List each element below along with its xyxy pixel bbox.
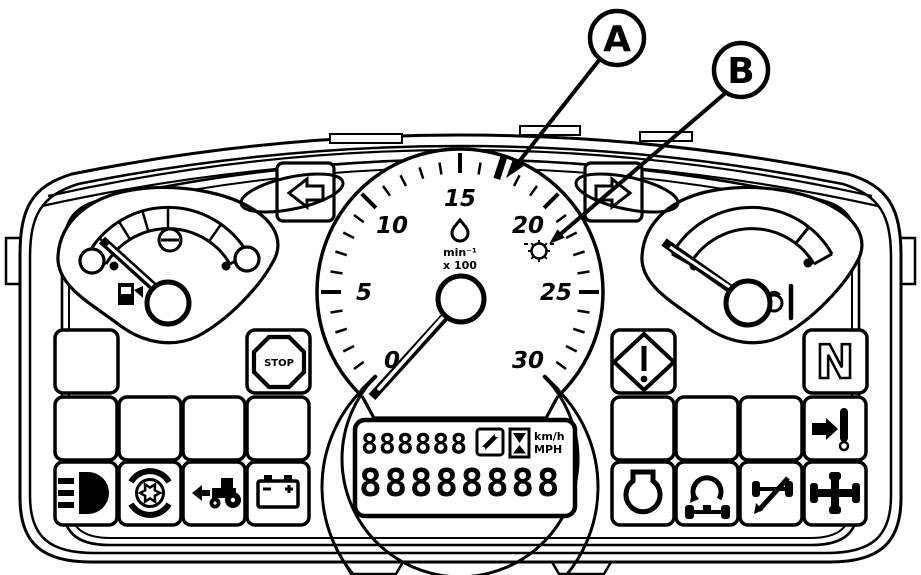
tach-scale-outer-arc — [320, 388, 600, 575]
battery-icon — [256, 475, 300, 509]
four-wheel-drive-icon — [810, 472, 860, 514]
bottom-foot-right — [550, 561, 613, 575]
tach-unit-line1: min⁻¹ — [443, 246, 477, 259]
stop-octagon-icon — [251, 334, 307, 390]
coolant-temp-gauge — [640, 185, 864, 345]
fuel-full-end-circle — [233, 245, 261, 273]
right-turn-swoosh — [574, 172, 680, 214]
left-turn-arrow-icon — [286, 175, 325, 211]
lcd-top-digits: 888888 — [361, 427, 468, 460]
fuel-gauge — [56, 185, 280, 345]
band-step-3 — [639, 131, 693, 142]
fuel-needle-hub — [144, 279, 192, 327]
tach-needle-hub — [435, 273, 487, 325]
indicator-cell — [53, 395, 119, 462]
neutral-label: N — [816, 335, 855, 389]
callout-a: A — [506, 8, 647, 178]
lcd-unit-kmh: km/h — [534, 430, 565, 443]
tach-scale-inner-arc — [340, 374, 580, 575]
temp-needle-hub — [723, 278, 773, 328]
bulb-icon — [623, 469, 663, 515]
callout-a-label: A — [603, 19, 631, 60]
callout-b: B — [549, 40, 771, 244]
left-indicator-blank-top — [53, 328, 120, 395]
tach-label-5: 5 — [356, 280, 372, 306]
indicator-cell — [181, 395, 247, 462]
left-turn-indicator — [239, 161, 345, 223]
indicator-cell — [674, 395, 740, 462]
fuel-scale-outer-arc — [86, 206, 250, 255]
housing-inner-outline — [28, 144, 893, 555]
band-step-2 — [519, 125, 581, 136]
tach-unit-line2: x 100 — [443, 259, 477, 272]
gear-rotation-icon — [128, 468, 172, 518]
band-step-1 — [329, 133, 403, 144]
fuel-empty-end-circle — [78, 247, 106, 275]
stop-indicator: STOP — [245, 328, 312, 395]
fuel-pump-icon — [118, 283, 143, 305]
callout-b-arrowhead — [549, 229, 565, 244]
tractor-direction-icon — [192, 478, 241, 509]
lcd-display: 888888 88888888 km/h MPH — [352, 417, 578, 519]
right-turn-arrow-icon — [594, 175, 633, 211]
diff-lock-indicator-icon — [752, 476, 793, 514]
high-beam-icon — [58, 472, 109, 514]
stop-label: STOP — [264, 358, 294, 369]
tach-label-30: 30 — [512, 348, 544, 374]
indicator-cell — [738, 395, 804, 462]
neutral-indicator: N — [802, 328, 869, 395]
right-indicator-grid: N — [610, 328, 869, 527]
tach-label-20: 20 — [512, 213, 544, 239]
oil-temperature-icon — [812, 408, 850, 452]
callout-b-label: B — [727, 51, 754, 92]
gear-star — [137, 481, 163, 505]
hourglass-icon — [508, 427, 531, 459]
callout-a-circle — [587, 8, 647, 68]
temp-scale-inner-arc — [688, 227, 816, 265]
indicator-cell — [610, 395, 676, 462]
callout-b-circle — [711, 40, 771, 100]
temp-scale-outer-arc — [670, 206, 834, 255]
indicator-cell — [117, 395, 183, 462]
lcd-unit-mph: MPH — [534, 443, 562, 456]
left-turn-swoosh — [239, 172, 345, 214]
tach-label-10: 10 — [376, 213, 408, 239]
tach-scale-ticks — [321, 153, 599, 392]
indicator-cell — [245, 395, 311, 462]
tachometer-base — [360, 395, 560, 420]
tach-label-15: 15 — [444, 186, 476, 212]
tach-label-25: 25 — [540, 280, 572, 306]
left-indicator-grid: STOP — [53, 328, 312, 527]
hazard-indicator — [610, 328, 677, 395]
pto-speed-mark-icon — [524, 240, 554, 262]
service-wrench-icon — [475, 427, 505, 457]
oil-drop-icon — [450, 217, 470, 243]
temp-hot-zone-tick — [794, 226, 811, 244]
callout-a-arrowhead — [506, 158, 524, 178]
lcd-bottom-digits: 88888888 — [359, 461, 562, 505]
axle-rotation-icon — [685, 475, 730, 519]
